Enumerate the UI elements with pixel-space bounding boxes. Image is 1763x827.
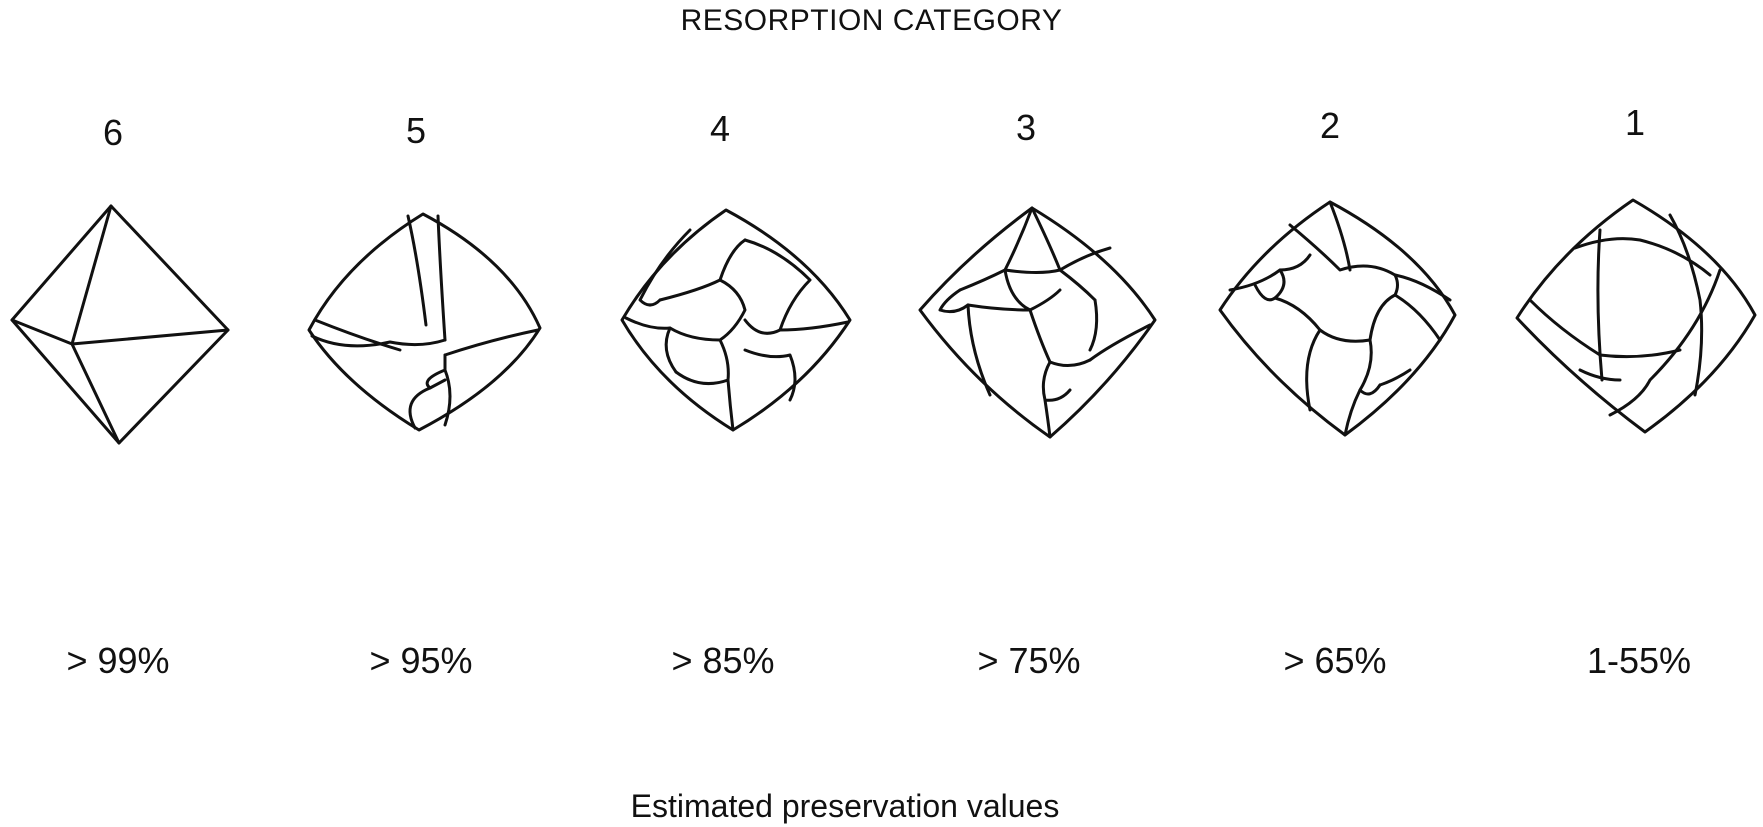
category-number-5: 5 xyxy=(405,110,427,151)
preservation-value-4: > 85% xyxy=(671,640,775,681)
preservation-value-5: > 95% xyxy=(369,640,473,681)
preservation-value-6: > 99% xyxy=(66,640,170,681)
category-number-1: 1 xyxy=(1624,102,1646,143)
diagram-title: RESORPTION CATEGORY xyxy=(680,4,1063,37)
category-number-4: 4 xyxy=(709,108,731,149)
category-number-2: 2 xyxy=(1319,105,1341,146)
preservation-value-1: 1-55% xyxy=(1586,640,1692,681)
preservation-value-3: > 75% xyxy=(977,640,1081,681)
category-number-6: 6 xyxy=(102,112,124,153)
category-number-3: 3 xyxy=(1015,107,1037,148)
preservation-value-2: > 65% xyxy=(1283,640,1387,681)
footer-caption: Estimated preservation values xyxy=(630,788,1060,824)
